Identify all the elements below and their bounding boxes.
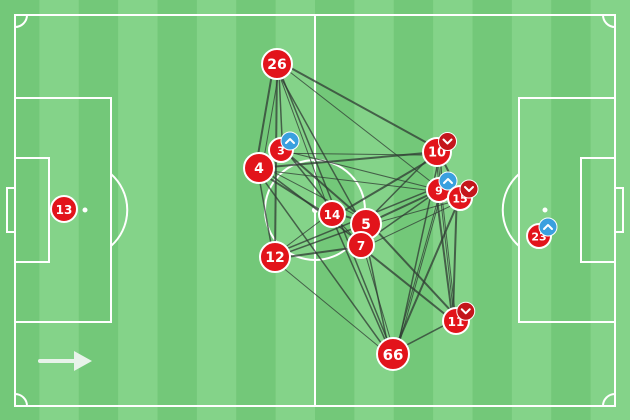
- chevron-up-icon: [543, 224, 553, 230]
- player-number: 7: [357, 239, 365, 253]
- player-marker: [50, 195, 78, 223]
- player-node: 11: [442, 301, 476, 335]
- sub-off-icon: [459, 179, 479, 199]
- player-node: 13: [50, 195, 78, 223]
- pass-line: [434, 190, 454, 322]
- pass-line: [281, 148, 368, 224]
- right-goal: [614, 187, 624, 233]
- player-node: 26: [261, 48, 293, 80]
- player-node: 12: [259, 241, 291, 273]
- player-node: 14: [318, 200, 346, 228]
- sub-on-icon: [280, 131, 300, 151]
- player-marker: [259, 241, 291, 273]
- pass-line: [362, 244, 396, 354]
- pass-line: [366, 199, 461, 227]
- pass-line: [364, 150, 437, 224]
- sub-off-icon: [456, 301, 476, 321]
- player-node: 3: [268, 131, 300, 163]
- player-number: 26: [267, 57, 286, 73]
- player-marker: [318, 200, 346, 228]
- sub-on-icon: [438, 171, 458, 191]
- chevron-up-icon: [443, 178, 453, 184]
- left-goal: [6, 187, 16, 233]
- left-penalty-spot: [82, 207, 88, 213]
- chevron-down-icon: [460, 308, 471, 315]
- player-node: 4: [243, 152, 275, 184]
- pass-line: [362, 200, 462, 249]
- chevron-down-icon: [464, 186, 474, 192]
- player-number: 9: [435, 185, 443, 198]
- player-node: 23: [526, 217, 558, 249]
- player-marker: [243, 152, 275, 184]
- pass-line: [258, 169, 439, 193]
- right-penalty-spot: [542, 207, 548, 213]
- pass-line: [260, 164, 368, 222]
- attack-direction-arrow: [38, 351, 92, 371]
- player-node: 7: [347, 231, 375, 259]
- pass-line: [274, 223, 367, 258]
- player-node: 10: [422, 132, 457, 167]
- player-number: 66: [383, 346, 404, 364]
- player-node: 15: [447, 179, 479, 211]
- pass-line: [275, 64, 331, 215]
- left-penalty-arc: [110, 173, 129, 247]
- pass-line: [258, 151, 438, 169]
- sub-on-icon: [538, 217, 558, 237]
- player-marker: [261, 48, 293, 80]
- player-marker: [376, 337, 410, 371]
- player-node: 66: [376, 337, 410, 371]
- player-marker: [347, 231, 375, 259]
- pass-line: [278, 60, 440, 151]
- pitch-stripe: [472, 0, 512, 420]
- player-number: 12: [265, 250, 284, 266]
- pass-line: [280, 149, 440, 191]
- pass-line: [451, 197, 458, 321]
- pass-line: [277, 62, 441, 190]
- chevron-down-icon: [442, 138, 453, 145]
- corner-arc-top-left: [14, 14, 28, 28]
- player-number: 3: [277, 145, 285, 158]
- corner-arc-top-right: [602, 14, 616, 28]
- player-nodes: 26 34 14 5 7 12 10 9 15 66 11 13 23: [50, 48, 558, 371]
- pass-line: [359, 245, 456, 324]
- right-penalty-arc: [501, 173, 520, 247]
- player-number: 14: [324, 208, 341, 222]
- pitch-stripe: [157, 0, 197, 420]
- pass-line: [392, 197, 461, 355]
- corner-arc-bottom-right: [602, 393, 616, 407]
- pitch-stripe: [551, 0, 591, 420]
- pass-line: [272, 259, 392, 357]
- sub-off-icon: [438, 132, 457, 151]
- pitch-stripe: [0, 0, 40, 420]
- player-node: 9: [426, 171, 458, 203]
- chevron-up-icon: [285, 138, 295, 144]
- corner-arc-bottom-left: [14, 393, 28, 407]
- pass-line: [254, 63, 275, 168]
- player-number: 13: [56, 203, 73, 217]
- player-number: 4: [254, 161, 264, 177]
- player-number: 5: [361, 217, 371, 233]
- pass-line: [255, 169, 392, 357]
- pass-line: [329, 214, 393, 355]
- player-number: 10: [428, 146, 446, 161]
